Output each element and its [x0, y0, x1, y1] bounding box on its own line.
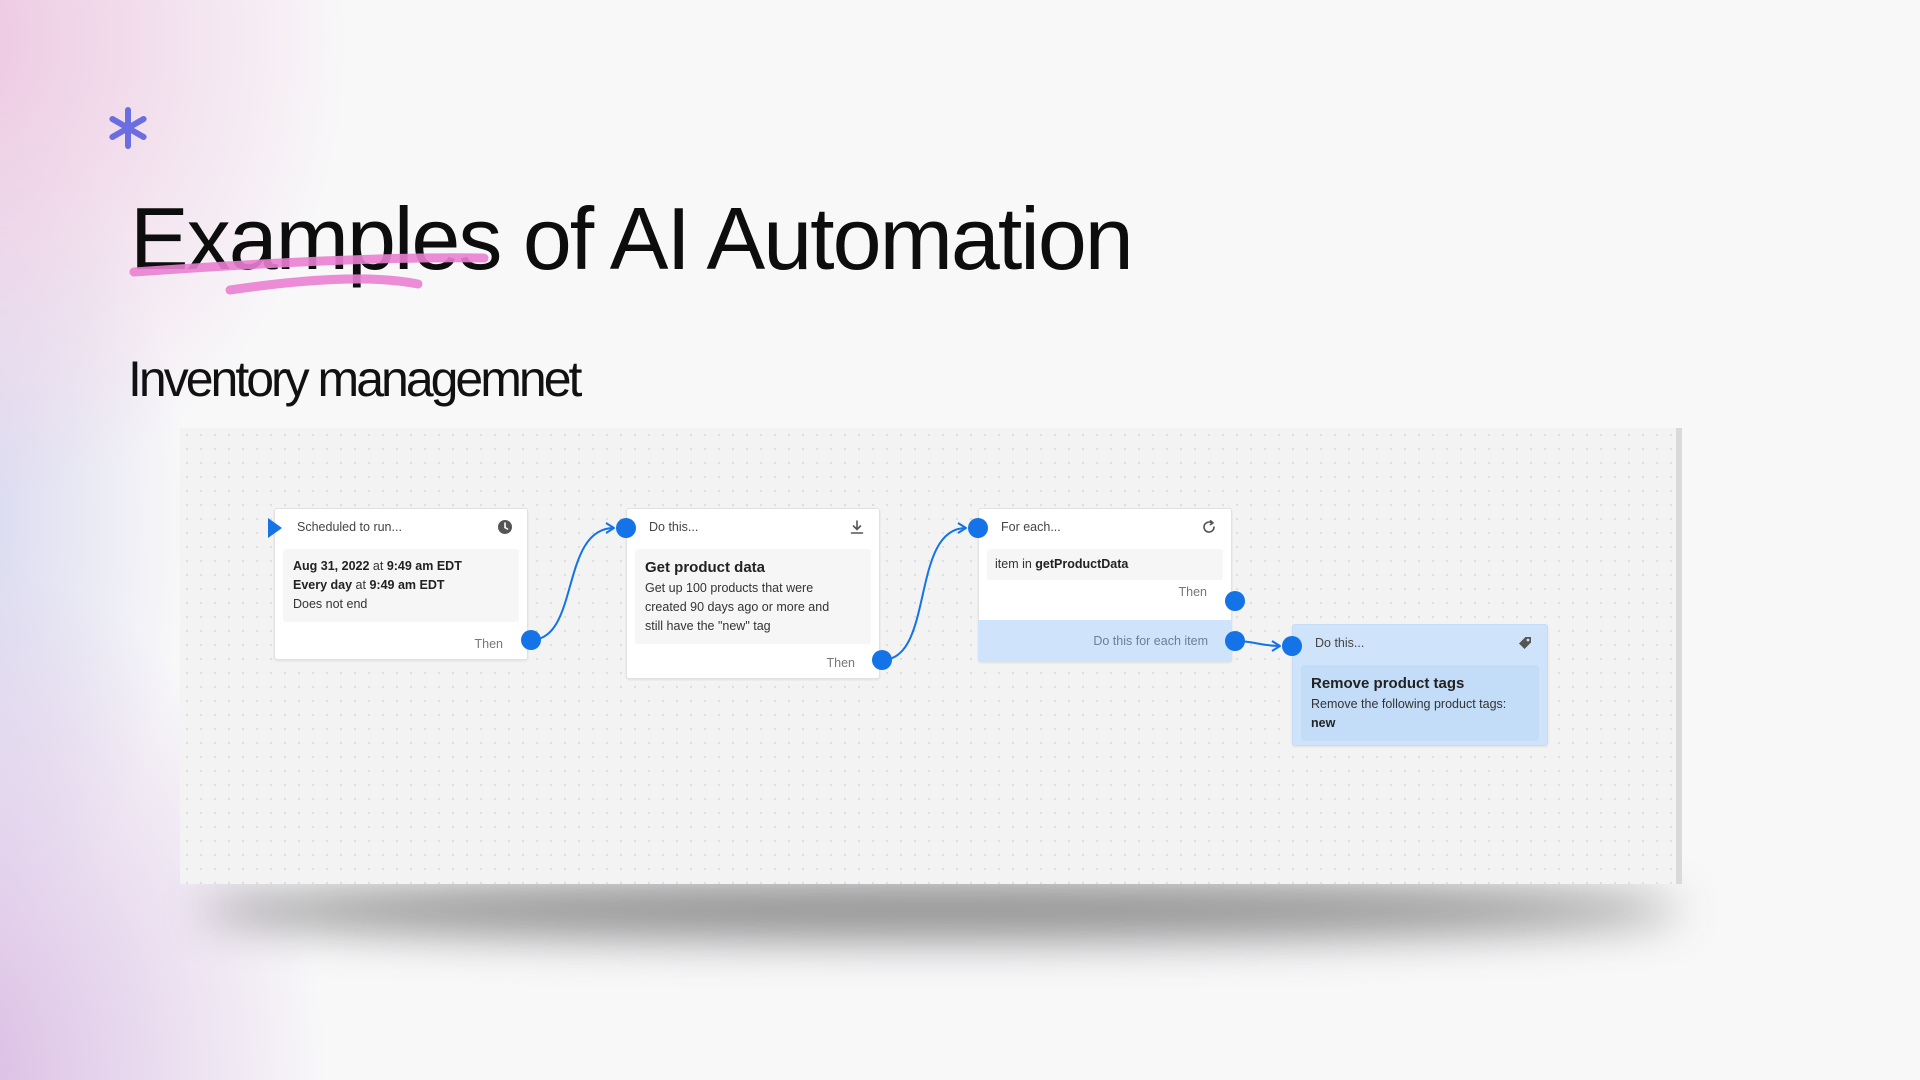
for-each-body: item in getProductData — [987, 549, 1223, 580]
title-underline — [129, 253, 489, 295]
for-each-then-label: Then — [1178, 585, 1208, 599]
asterisk-icon — [109, 107, 147, 149]
get-node-desc-2: created 90 days ago or more and — [645, 600, 830, 614]
slide-subtitle: Inventory managemnet — [128, 351, 582, 407]
loop-input-port[interactable] — [968, 518, 988, 538]
loop-then-port[interactable] — [1225, 591, 1245, 611]
refresh-icon — [1203, 520, 1215, 533]
for-each-item-prefix: item in — [995, 557, 1036, 571]
for-each-item-label: Do this for each item — [1093, 634, 1208, 648]
trigger-repeat-line: Every day at 9:49 am EDT — [293, 578, 445, 592]
trigger-node-body: Aug 31, 2022 at 9:49 am EDT Every day at… — [283, 549, 519, 622]
get-node-desc-1: Get up 100 products that were — [645, 581, 814, 595]
get-node-body: Get product data Get up 100 products tha… — [635, 549, 871, 644]
for-each-item-source: getProductData — [1035, 557, 1129, 571]
trigger-end-line: Does not end — [293, 597, 368, 611]
for-each-item-strip[interactable]: Do this for each item — [978, 620, 1232, 662]
tag-icon — [1519, 637, 1531, 649]
canvas-shadow — [200, 880, 1680, 940]
for-each-header-label: For each... — [1001, 520, 1061, 534]
get-then-label: Then — [826, 656, 856, 670]
for-each-header: For each... — [979, 509, 1231, 545]
get-header-label: Do this... — [649, 520, 699, 534]
trigger-header-label: Scheduled to run... — [297, 520, 402, 534]
remove-node-header: Do this... — [1293, 625, 1547, 661]
trigger-start-marker — [268, 518, 282, 538]
trigger-output-port[interactable] — [521, 630, 541, 650]
remove-header-label: Do this... — [1315, 636, 1365, 650]
remove-node-body: Remove product tags Remove the following… — [1301, 665, 1539, 741]
remove-node-title: Remove product tags — [1311, 675, 1465, 692]
clock-icon — [498, 520, 512, 534]
get-input-port[interactable] — [616, 518, 636, 538]
download-icon — [850, 520, 864, 534]
trigger-then-label: Then — [474, 637, 504, 651]
get-output-port[interactable] — [872, 650, 892, 670]
remove-node-desc: Remove the following product tags: — [1311, 697, 1507, 711]
get-product-data-node[interactable]: Do this... Get product data Get up 100 p… — [626, 508, 880, 679]
trigger-start-line: Aug 31, 2022 at 9:49 am EDT — [293, 559, 462, 573]
loop-each-port[interactable] — [1225, 631, 1245, 651]
get-node-header: Do this... — [627, 509, 879, 545]
trigger-node[interactable]: Scheduled to run... Aug 31, 2022 at 9:49… — [274, 508, 528, 660]
slide-title: Examples of AI Automation — [130, 189, 1134, 288]
remove-node-tag: new — [1311, 716, 1336, 730]
get-node-title: Get product data — [645, 559, 766, 576]
get-node-desc-3: still have the "new" tag — [645, 619, 771, 633]
trigger-node-header: Scheduled to run... — [275, 509, 527, 545]
remove-product-tags-node[interactable]: Do this... Remove product tags Remove th… — [1292, 624, 1548, 746]
remove-input-port[interactable] — [1282, 636, 1302, 656]
